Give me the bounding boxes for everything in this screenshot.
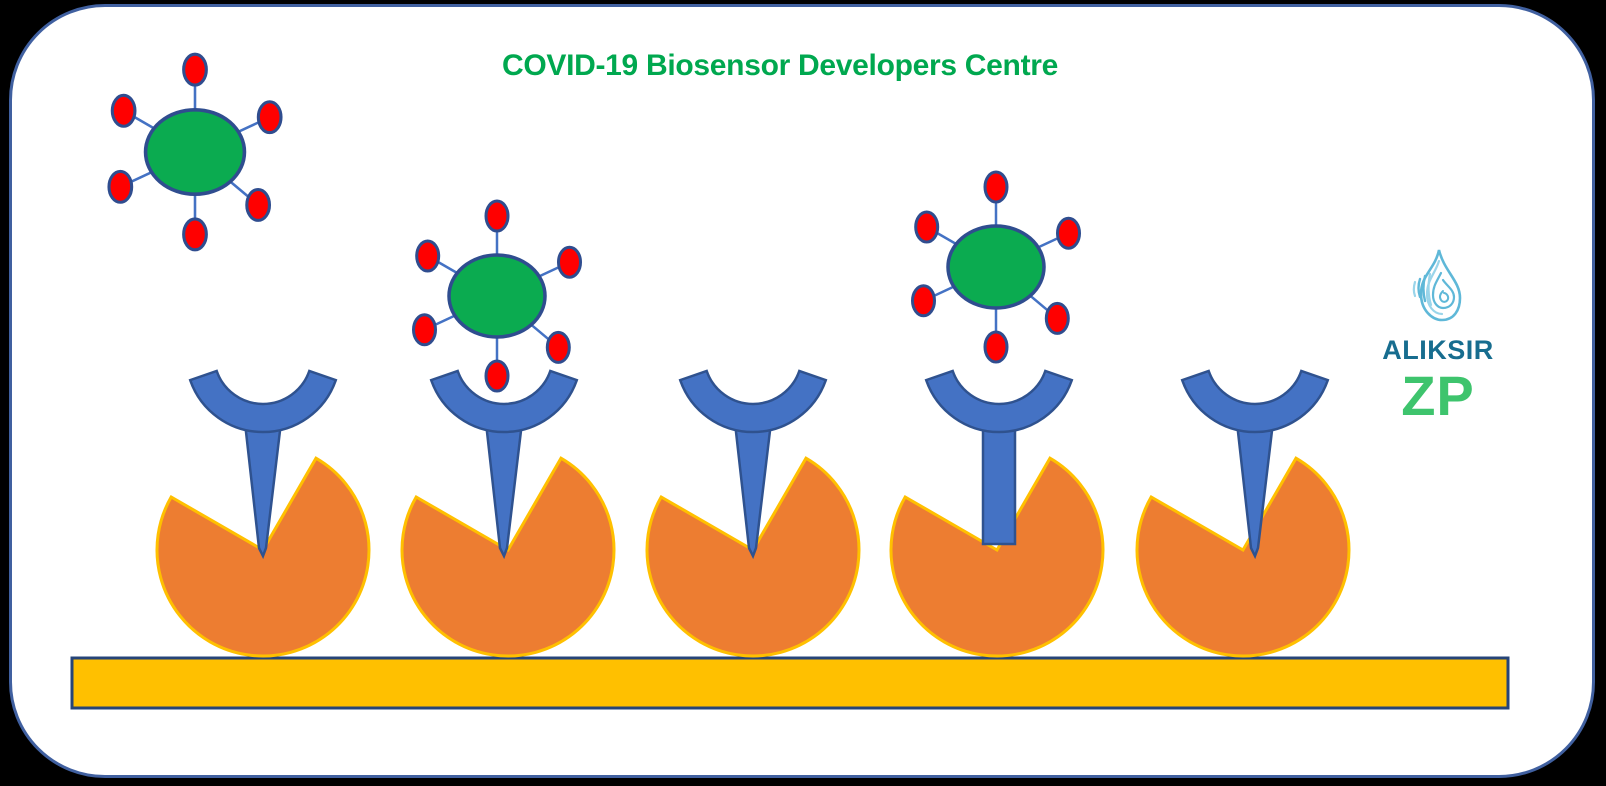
biosensor-unit-5	[1135, 369, 1351, 658]
virus-particle-free	[107, 52, 283, 252]
aliksir-logo-text: ALIKSIR	[1382, 335, 1494, 365]
antibody-cup-1	[188, 369, 338, 434]
biosensor-unit-3	[645, 369, 861, 658]
antibody-cup-3	[678, 369, 828, 434]
antibody-stem-4	[981, 412, 1017, 546]
zp-logo-text: ZP	[1401, 364, 1475, 427]
sensor-substrate-bar	[70, 656, 1510, 710]
aliksir-logo-block: ALIKSIR ZP	[1352, 247, 1524, 424]
antibody-cup-5	[1180, 369, 1330, 434]
virus-particle-captured-1	[411, 199, 583, 393]
aliksir-drop-icon	[1412, 249, 1462, 322]
antibody-cup-4	[924, 369, 1074, 434]
biosensor-unit-4	[889, 369, 1105, 658]
biosensor-unit-1	[155, 369, 371, 658]
enzyme-5	[1135, 456, 1351, 658]
virus-particle-captured-2	[910, 170, 1082, 364]
biosensor-unit-2	[400, 369, 616, 658]
page-title: COVID-19 Biosensor Developers Centre	[501, 49, 1059, 82]
